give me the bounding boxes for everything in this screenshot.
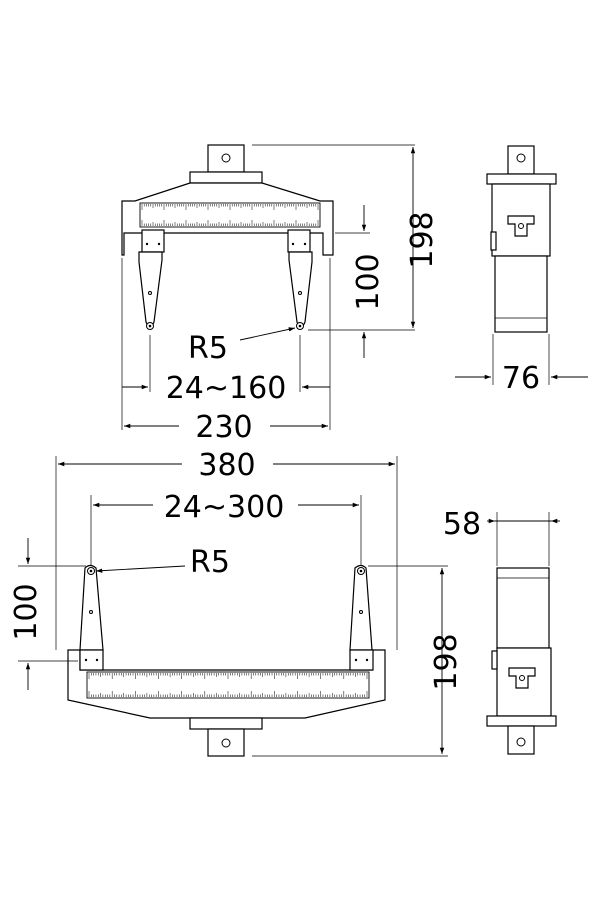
small-side-dimensions: 76: [455, 334, 588, 396]
small-top-lug-hole: [221, 153, 231, 163]
small-left-jaw-hole: [148, 291, 152, 295]
large-scale-ticks: [88, 673, 368, 697]
large-left-jaw-hole: [89, 610, 93, 614]
small-right-jaw-tip-dot: [298, 324, 302, 328]
large-side-jaw: [496, 567, 550, 649]
large-side-lug-hole: [516, 737, 526, 747]
large-bottom-lug-hole: [221, 738, 231, 748]
small-left-slider: [141, 229, 165, 253]
large-dim-58-text: 58: [443, 507, 481, 542]
small-side-head: [486, 173, 557, 185]
small-dim-76-text: 76: [502, 361, 540, 396]
small-right-slider-screw: [291, 242, 295, 246]
small-side-lug-hole: [516, 153, 526, 163]
large-left-jaw: [79, 564, 104, 651]
small-dim-230-text: 230: [195, 410, 252, 445]
large-bottom-boss: [189, 717, 263, 730]
small-r5-leader: [239, 327, 296, 341]
large-slider-screw: [95, 658, 99, 662]
small-dim-198-text: 198: [405, 211, 440, 268]
small-caliper-side-view: [486, 145, 557, 333]
large-left-slider: [79, 649, 104, 671]
small-dim-100-text: 100: [351, 253, 386, 310]
large-slider-screw: [365, 658, 369, 662]
small-right-slider-screw: [303, 242, 307, 246]
small-left-slider-screw: [145, 242, 149, 246]
small-left-jaw-tip-dot: [148, 324, 152, 328]
small-left-slider-screw: [157, 242, 161, 246]
large-right-jaw: [349, 564, 373, 651]
large-caliper-dimensions: 380 24~300 R5 100 198: [9, 448, 464, 757]
large-side-head: [486, 715, 557, 727]
large-left-jaw-tip-dot: [89, 569, 93, 573]
large-dim-198-text: 198: [429, 633, 464, 690]
large-side-screw: [519, 675, 525, 681]
large-right-jaw-tip-dot: [359, 569, 363, 573]
large-caliper-front-view: [67, 564, 386, 757]
small-right-jaw: [288, 251, 313, 328]
small-side-screw: [518, 223, 524, 229]
large-dim-r5-text: R5: [190, 545, 230, 580]
large-slider-screw: [84, 658, 88, 662]
small-caliper-dimensions: 198 100 R5 24~160 230: [121, 144, 440, 445]
small-top-boss: [189, 171, 263, 184]
large-dim-range-text: 24~300: [164, 490, 285, 525]
large-r5-leader: [95, 565, 186, 573]
large-slider-screw: [354, 658, 358, 662]
large-right-slider: [349, 649, 374, 671]
small-dim-r5-text: R5: [188, 331, 228, 366]
large-right-jaw-hole: [359, 610, 363, 614]
small-side-clamp: [490, 231, 497, 251]
small-caliper-front-view: [121, 144, 334, 330]
small-dim-range-text: 24~160: [166, 371, 287, 406]
small-right-slider: [287, 229, 311, 253]
small-left-jaw: [138, 251, 163, 328]
large-dim-100-text: 100: [9, 583, 44, 640]
large-dim-380-text: 380: [198, 448, 255, 483]
small-side-jaw: [494, 255, 548, 333]
large-side-dimensions: 58: [443, 507, 560, 566]
large-caliper-side-view: [486, 567, 557, 755]
small-scale-ticks: [141, 204, 319, 226]
small-right-jaw-hole: [298, 291, 302, 295]
large-side-clamp: [491, 650, 498, 670]
